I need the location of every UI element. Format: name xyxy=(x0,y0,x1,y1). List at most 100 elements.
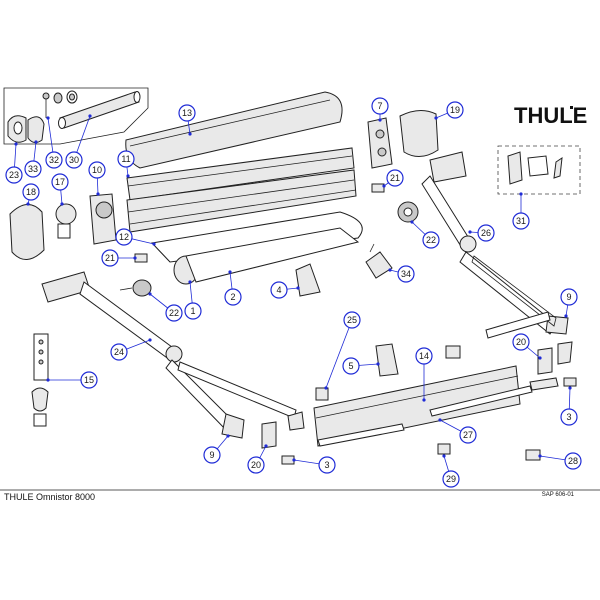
leader-dot xyxy=(26,202,30,206)
callout-c15: 15 xyxy=(46,371,98,389)
callout-c10: 10 xyxy=(88,161,106,196)
callout-c2: 2 xyxy=(224,270,242,306)
leader-dot xyxy=(438,418,442,422)
callout-circle xyxy=(318,456,336,474)
part-10-gearbox xyxy=(89,193,117,245)
callout-c27: 27 xyxy=(438,418,477,444)
callout-circle xyxy=(45,151,63,169)
part-15-remote xyxy=(31,333,49,427)
callout-number: 7 xyxy=(377,101,382,111)
part-24-left-arm xyxy=(41,271,297,439)
callout-number: 26 xyxy=(481,228,491,238)
leader-dot xyxy=(148,292,152,296)
callout-number: 29 xyxy=(446,474,456,484)
callout-circle xyxy=(115,228,133,246)
part-7-gear-housing xyxy=(367,117,393,169)
leader-dot xyxy=(96,192,100,196)
leader-dot xyxy=(34,140,38,144)
callout-c21a: 21 xyxy=(382,169,404,188)
part-19-end-cap xyxy=(399,110,439,157)
callout-circle xyxy=(24,160,42,178)
callout-number: 20 xyxy=(516,337,526,347)
leader-dot xyxy=(133,256,137,260)
leader-dot xyxy=(226,434,230,438)
part-32-screw xyxy=(42,92,50,118)
callout-c29: 29 xyxy=(442,454,460,488)
part-28-clip xyxy=(525,449,541,461)
callout-circle xyxy=(446,101,464,119)
callout-circle xyxy=(88,161,106,179)
callout-number: 2 xyxy=(230,292,235,302)
callout-circle xyxy=(342,357,360,375)
leader-dot xyxy=(378,118,382,122)
callout-c23: 23 xyxy=(5,142,23,184)
leader-dot xyxy=(568,386,572,390)
leader-dot xyxy=(324,386,328,390)
callout-c14: 14 xyxy=(415,347,433,402)
callout-number: 19 xyxy=(450,105,460,115)
callout-c19: 19 xyxy=(434,101,464,120)
thule-logo-text: THULE xyxy=(514,103,587,128)
inset-frame xyxy=(3,87,149,145)
callout-c11: 11 xyxy=(117,150,135,178)
leader-dot xyxy=(468,230,472,234)
part-33-cap xyxy=(27,116,45,144)
callout-c20b: 20 xyxy=(512,333,542,360)
callout-number: 3 xyxy=(566,412,571,422)
leader-dot xyxy=(434,116,438,120)
callout-circle xyxy=(564,452,582,470)
part-5-bracket xyxy=(375,343,399,377)
footer-product-title: THULE Omnistor 8000 xyxy=(4,492,95,502)
callout-number: 23 xyxy=(9,170,19,180)
callout-c7: 7 xyxy=(371,97,389,122)
callout-circle xyxy=(110,343,128,361)
callout-c5: 5 xyxy=(342,357,380,375)
callout-circle xyxy=(65,151,83,169)
callout-number: 34 xyxy=(401,269,411,279)
callout-circle xyxy=(270,281,288,299)
callout-circle xyxy=(117,150,135,168)
callout-c31: 31 xyxy=(512,192,530,230)
part-22-right-hub xyxy=(397,201,419,223)
callout-circle xyxy=(178,104,196,122)
part-20-left-cap xyxy=(261,411,305,449)
callout-number: 10 xyxy=(92,165,102,175)
callout-circle xyxy=(422,231,440,249)
leader-dot xyxy=(188,132,192,136)
callout-number: 20 xyxy=(251,460,261,470)
leader-dot xyxy=(292,458,296,462)
callout-circle xyxy=(371,97,389,115)
part-29-clip xyxy=(437,443,451,455)
leader-dot xyxy=(382,184,386,188)
callout-number: 27 xyxy=(463,430,473,440)
callout-number: 22 xyxy=(169,308,179,318)
callout-circle xyxy=(5,166,23,184)
part-21-left-clip xyxy=(134,253,148,263)
callout-c4: 4 xyxy=(270,281,300,299)
leader-dot xyxy=(376,362,380,366)
callout-number: 22 xyxy=(426,235,436,245)
leader-dot xyxy=(538,454,542,458)
callout-c33: 33 xyxy=(24,140,42,178)
thule-logo: THULE xyxy=(514,103,587,128)
callout-circle xyxy=(415,347,433,365)
part-18-end-cap xyxy=(9,204,45,260)
callout-c9b: 9 xyxy=(560,288,578,318)
callout-circle xyxy=(560,408,578,426)
callout-circle xyxy=(512,333,530,351)
callout-c20a: 20 xyxy=(247,444,268,474)
callout-c18: 18 xyxy=(22,183,40,206)
callout-circle xyxy=(203,446,221,464)
callout-number: 31 xyxy=(516,216,526,226)
leader-dot xyxy=(422,398,426,402)
leader-dot xyxy=(46,116,50,120)
callout-c22b: 22 xyxy=(410,220,440,249)
callout-circle xyxy=(247,456,265,474)
callout-number: 1 xyxy=(190,306,195,316)
callout-number: 32 xyxy=(49,155,59,165)
leader-line xyxy=(325,319,353,389)
callout-c25: 25 xyxy=(324,311,361,390)
callout-circle xyxy=(184,302,202,320)
